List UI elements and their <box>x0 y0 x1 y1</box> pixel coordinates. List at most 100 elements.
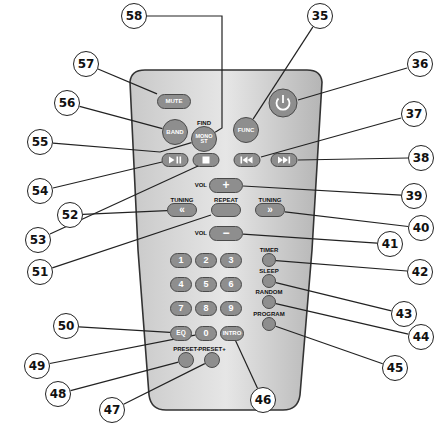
previous-button <box>234 154 260 167</box>
button-text: + <box>222 179 229 191</box>
callout-number: 39 <box>401 183 427 209</box>
button-text: MUTE <box>166 98 183 104</box>
leader-lines <box>50 68 408 234</box>
callout-number: 49 <box>24 353 50 379</box>
button-text: 5 <box>203 280 208 289</box>
leader-line <box>98 69 157 94</box>
leader-line <box>79 327 170 333</box>
remote-button: 2 <box>195 253 217 268</box>
play-pause-button <box>162 154 188 167</box>
callout-text: 38 <box>413 152 430 164</box>
leader-line <box>243 186 401 195</box>
callout-number: 50 <box>53 313 79 339</box>
button-label: TUNING <box>259 197 282 203</box>
remote-button: RANDOM <box>262 295 276 309</box>
button-text: INTRO <box>223 330 242 336</box>
callout-number: 41 <box>377 231 403 257</box>
button-label: PROGRAM <box>253 311 284 317</box>
callout-text: 44 <box>413 331 430 343</box>
callout-text: 57 <box>78 58 95 70</box>
callout-text: 41 <box>382 238 399 250</box>
callout-number: 46 <box>250 387 276 413</box>
button-text: 8 <box>203 304 208 313</box>
callout-text: 36 <box>412 58 429 70</box>
button-label: VOL <box>195 230 207 236</box>
remote-button: 1 <box>170 253 192 268</box>
callout-number: 55 <box>27 129 53 155</box>
callout-text: 37 <box>406 108 423 120</box>
callout-text: 39 <box>406 190 423 202</box>
callout-text: 52 <box>62 209 79 221</box>
button-label: RANDOM <box>256 289 283 295</box>
button-label: PRESET+ <box>198 346 226 352</box>
callout-text: 54 <box>32 185 49 197</box>
callout-text: 49 <box>29 360 46 372</box>
callout-number: 52 <box>57 202 83 228</box>
remote-button: 0 <box>195 326 217 341</box>
leader-line <box>298 68 407 100</box>
button-text: 0 <box>203 329 208 338</box>
leader-line <box>80 106 163 128</box>
callout-text: 46 <box>255 394 272 406</box>
power-button <box>269 89 297 117</box>
callout-number: 58 <box>121 3 147 29</box>
callout-number: 35 <box>307 3 333 29</box>
remote-button: TUNING« <box>167 203 197 217</box>
callout-text: 35 <box>312 10 329 22</box>
remote-button: PRESET- <box>178 352 194 368</box>
remote-button: EQ <box>170 326 192 341</box>
button-text: 4 <box>178 280 183 289</box>
stop-button <box>193 154 219 167</box>
callout-number: 48 <box>45 381 71 407</box>
callout-text: 40 <box>413 222 430 234</box>
callout-text: 47 <box>104 404 121 416</box>
button-label: VOL <box>195 182 207 188</box>
button-label: TUNING <box>171 197 194 203</box>
callout-text: 48 <box>50 388 67 400</box>
remote-button: SLEEP <box>262 274 276 288</box>
callout-number: 38 <box>408 145 434 171</box>
next-button <box>271 154 297 167</box>
button-text: FUNC <box>238 127 255 133</box>
leader-line <box>243 234 377 243</box>
remote-button: 5 <box>195 277 217 292</box>
callout-text: 58 <box>126 10 143 22</box>
button-text: 2 <box>203 256 208 265</box>
remote-button: TIMER <box>262 253 276 267</box>
remote-button: VOL− <box>209 226 243 241</box>
button-label: PRESET- <box>173 346 199 352</box>
leader-line <box>71 362 179 391</box>
button-text: 7 <box>178 304 183 313</box>
leader-line <box>276 261 407 271</box>
remote-button: 8 <box>195 301 217 316</box>
leader-line <box>253 27 313 119</box>
callout-number: 54 <box>27 178 53 204</box>
callout-number: 42 <box>407 259 433 285</box>
remote-button: REPEAT <box>211 203 241 217</box>
button-text: 6 <box>228 280 233 289</box>
leader-line <box>83 211 167 215</box>
button-label: REPEAT <box>214 197 238 203</box>
remote-button: 3 <box>220 253 242 268</box>
leader-line <box>50 166 198 234</box>
leader-line <box>276 326 383 363</box>
remote-button: TUNING» <box>255 203 285 217</box>
callout-number: 40 <box>408 215 434 241</box>
remote-body <box>130 70 322 410</box>
remote-button: MUTE <box>157 94 191 109</box>
leader-line <box>236 341 258 389</box>
callout-number: 47 <box>99 397 125 423</box>
leader-line <box>276 304 409 335</box>
button-text: MONO ST <box>194 134 214 145</box>
button-text: 9 <box>228 304 233 313</box>
callout-number: 45 <box>382 355 408 381</box>
callout-number: 57 <box>73 51 99 77</box>
button-text: « <box>179 205 185 215</box>
callout-number: 44 <box>408 324 434 350</box>
button-text: 3 <box>228 256 233 265</box>
button-text: − <box>222 227 229 239</box>
callout-text: 53 <box>30 234 47 246</box>
callout-text: 43 <box>396 308 413 320</box>
callout-number: 43 <box>391 301 417 327</box>
remote-button: FINDMONO ST <box>191 126 217 152</box>
